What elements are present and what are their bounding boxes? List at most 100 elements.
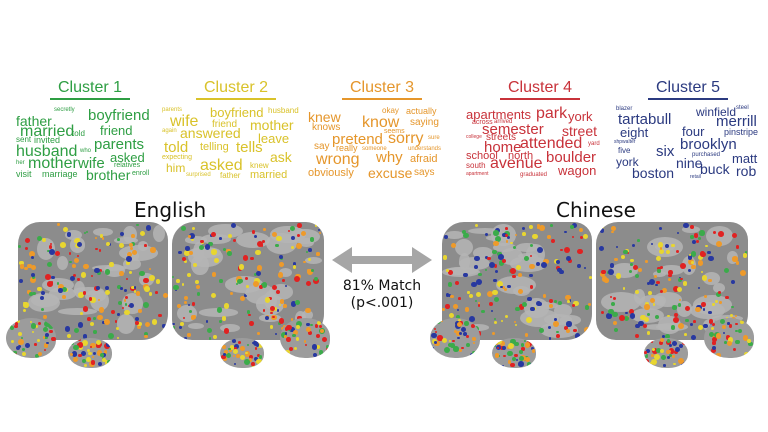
activation-voxel [504,314,508,318]
activation-voxel [711,323,715,327]
activation-voxel [104,350,108,354]
cloud-word: street [562,123,598,139]
activation-voxel [565,294,571,301]
gyrus-highlight [455,239,474,257]
activation-voxel [316,333,321,338]
activation-voxel [90,346,93,349]
activation-voxel [713,231,717,235]
activation-voxel [611,302,616,307]
activation-voxel [554,300,558,303]
activation-voxel [83,232,86,235]
activation-voxel [644,304,650,310]
activation-voxel [126,256,132,263]
activation-voxel [118,300,123,305]
activation-voxel [651,359,658,366]
activation-voxel [535,261,541,267]
gyrus-highlight [468,227,502,234]
activation-voxel [493,344,497,347]
activation-voxel [134,316,139,321]
activation-voxel [9,324,12,327]
activation-voxel [218,237,222,240]
activation-voxel [195,285,200,290]
activation-voxel [629,270,633,274]
activation-voxel [588,275,592,279]
activation-voxel [505,227,509,231]
cloud-word: six [656,143,675,160]
activation-voxel [486,290,493,297]
activation-voxel [522,227,526,231]
activation-voxel [498,254,504,260]
activation-voxel [181,225,187,231]
activation-voxel [121,306,125,310]
activation-voxel [10,340,14,344]
activation-voxel [245,351,248,355]
activation-voxel [318,222,322,226]
activation-voxel [672,316,679,323]
cloud-word: told [164,139,189,156]
activation-voxel [325,347,330,352]
activation-voxel [651,340,654,344]
activation-voxel [305,250,309,254]
activation-voxel [264,297,271,303]
english-label: English [134,198,207,222]
activation-voxel [95,237,98,240]
activation-voxel [672,305,677,310]
activation-voxel [659,226,662,230]
activation-voxel [252,340,259,346]
activation-voxel [688,268,692,272]
activation-voxel [442,308,445,311]
activation-voxel [659,247,663,250]
activation-voxel [669,343,673,347]
activation-voxel [644,340,648,345]
activation-voxel [12,350,17,355]
activation-voxel [107,359,112,365]
activation-voxel [56,222,61,227]
activation-voxel [58,288,63,293]
activation-voxel [292,265,297,270]
activation-voxel [571,223,577,229]
activation-voxel [24,342,30,348]
activation-voxel [532,233,538,240]
activation-voxel [228,347,231,351]
activation-voxel [473,341,476,344]
activation-voxel [256,265,263,272]
activation-voxel [454,280,460,285]
activation-voxel [197,292,201,296]
activation-voxel [194,280,199,285]
activation-voxel [125,277,129,281]
activation-voxel [500,285,503,289]
activation-voxel [487,256,491,261]
activation-voxel [432,347,435,350]
activation-voxel [42,336,46,340]
activation-voxel [238,264,245,271]
activation-voxel [134,320,139,325]
activation-voxel [645,348,650,353]
activation-voxel [608,308,615,315]
activation-voxel [715,333,722,340]
activation-voxel [268,297,272,301]
activation-voxel [20,337,23,340]
activation-voxel [38,321,42,325]
activation-voxel [50,281,54,284]
activation-voxel [131,234,136,239]
activation-voxel [568,259,572,264]
activation-voxel [548,337,552,340]
activation-voxel [279,254,284,259]
cloud-word: telling [200,141,229,153]
activation-voxel [564,326,569,331]
activation-voxel [573,329,577,333]
activation-voxel [494,269,498,273]
activation-voxel [644,359,650,365]
activation-voxel [47,262,53,268]
activation-voxel [80,351,86,356]
gyrus-highlight [644,323,677,330]
activation-voxel [472,337,476,341]
activation-voxel [115,320,118,323]
activation-voxel [292,333,296,338]
activation-voxel [249,321,254,327]
activation-voxel [283,352,289,358]
activation-voxel [680,263,686,269]
activation-voxel [320,320,323,323]
activation-voxel [716,353,721,358]
